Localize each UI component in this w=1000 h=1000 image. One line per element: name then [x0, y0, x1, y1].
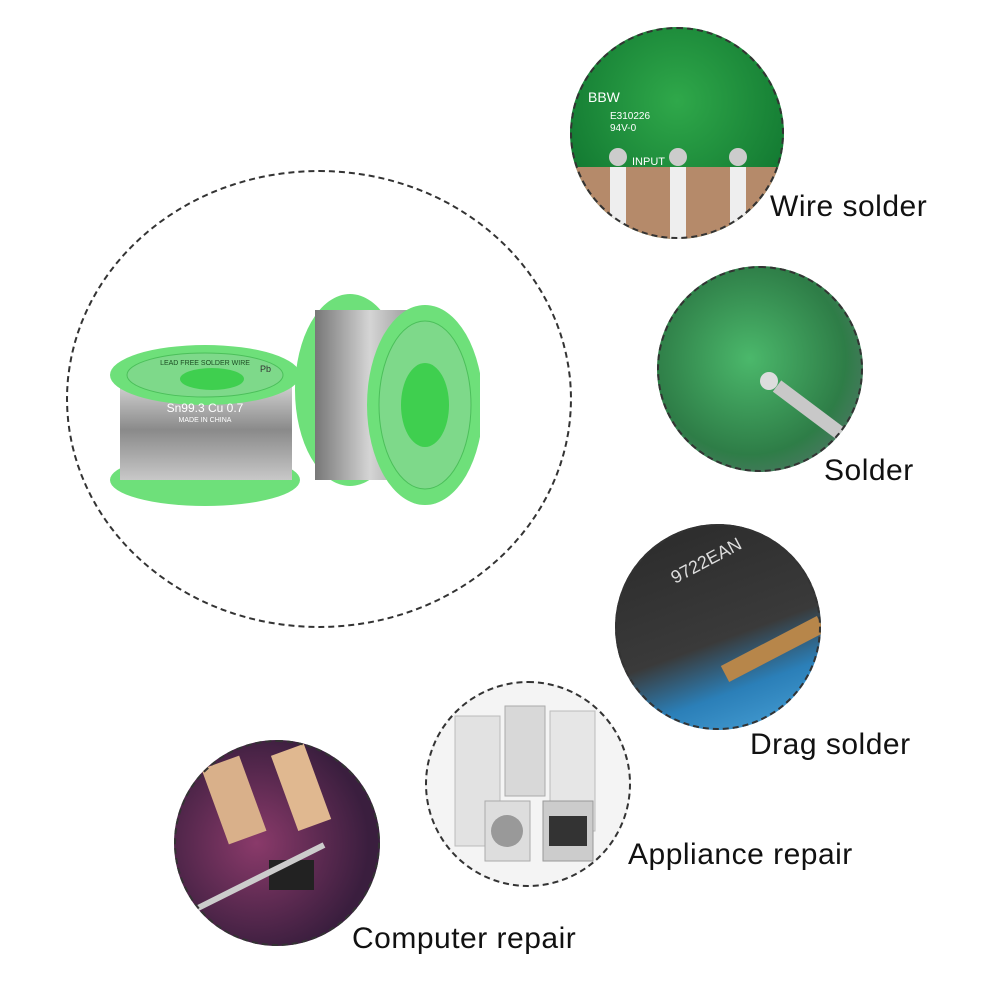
solder-circle: [657, 266, 863, 472]
drag-solder-circle: [615, 524, 821, 730]
appliance-repair-circle: [425, 681, 631, 887]
label-wire-solder: Wire solder: [770, 190, 928, 223]
computer-repair-circle: [174, 740, 380, 946]
product-circle: [66, 170, 572, 628]
spool-alloy-text: Sn99.3 Cu 0.7: [167, 401, 244, 415]
spool-band-text: LEAD FREE SOLDER WIRE: [160, 360, 250, 367]
spool-made-in-text: MADE IN CHINA: [179, 417, 232, 424]
wire-solder-circle: [570, 27, 784, 239]
label-computer-repair: Computer repair: [352, 922, 577, 955]
spool-badge: Pb: [260, 364, 271, 374]
solder-spools-image: LEAD FREE SOLDER WIRE Sn99.3 Cu 0.7 MADE…: [100, 280, 480, 520]
label-drag-solder: Drag solder: [750, 728, 911, 761]
label-solder: Solder: [824, 454, 914, 487]
label-appliance-repair: Appliance repair: [628, 838, 853, 871]
